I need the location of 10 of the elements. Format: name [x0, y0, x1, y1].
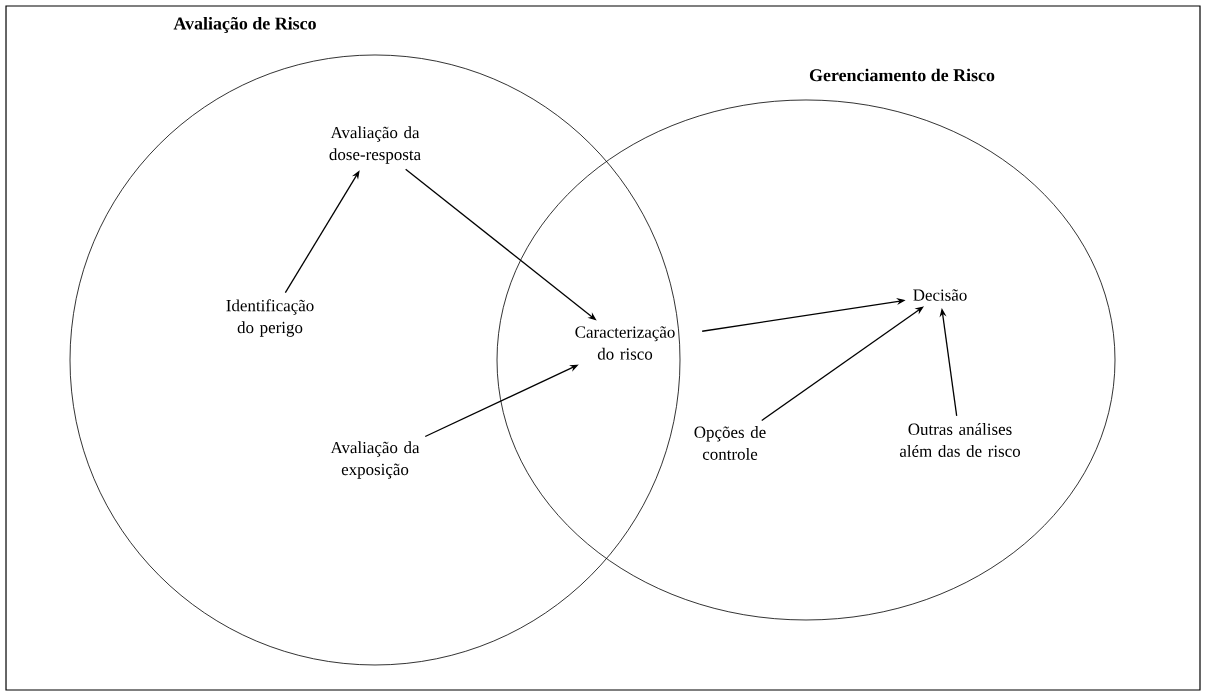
node-label: Outras análises além das de risco — [899, 423, 1021, 457]
node-label: Avaliação de Risco — [173, 16, 316, 34]
node-label: Avaliação da dose-resposta — [329, 126, 421, 164]
node-label: Avaliação da exposição — [330, 441, 420, 479]
node-label: Decisão — [913, 289, 967, 301]
node-label: Gerenciamento de Risco — [809, 68, 995, 82]
node-label: Caracterização do risco — [575, 326, 675, 360]
node-label: Opções de controle — [694, 426, 766, 460]
arrow — [761, 306, 924, 422]
node-label: Identificação do perigo — [226, 299, 314, 337]
